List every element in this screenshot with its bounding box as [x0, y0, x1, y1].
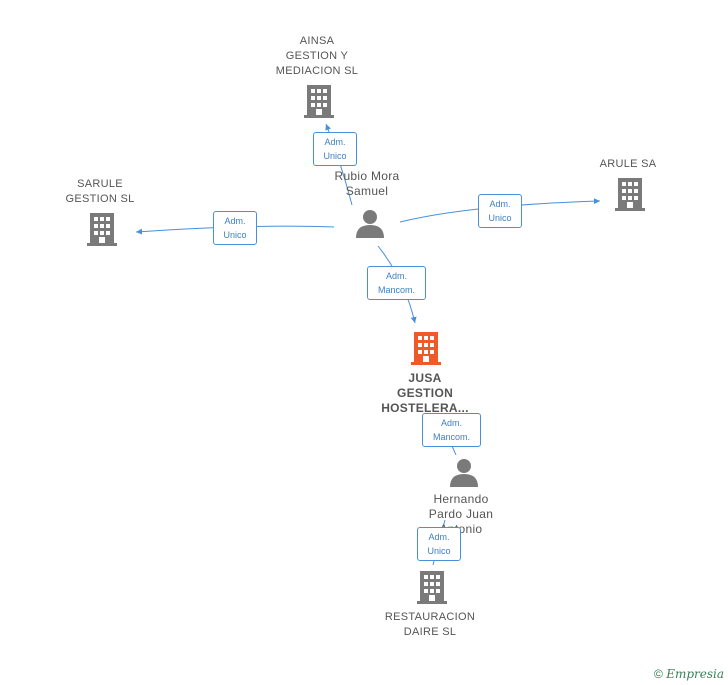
- brand-name: Empresia: [666, 667, 724, 681]
- building-icon-focus[interactable]: [411, 332, 441, 365]
- copyright-icon: ©: [654, 667, 663, 681]
- relation-type: Unico: [488, 213, 512, 223]
- relation-role: Adm.: [224, 216, 246, 226]
- building-icon[interactable]: [417, 571, 447, 604]
- building-icon[interactable]: [87, 213, 117, 246]
- building-icon[interactable]: [304, 85, 334, 118]
- relation-badge-hernando[interactable]: Adm. Mancom.: [422, 413, 481, 447]
- relation-badge-arule[interactable]: Adm. Unico: [478, 194, 522, 228]
- relation-type: Unico: [223, 230, 247, 240]
- relation-badge-restauracion[interactable]: Adm. Unico: [417, 527, 461, 561]
- relation-role: Adm.: [489, 199, 511, 209]
- relation-type: Mancom.: [377, 285, 415, 295]
- node-label-arule[interactable]: ARULE SA: [599, 158, 657, 170]
- building-icon[interactable]: [615, 178, 645, 211]
- relation-role: Adm.: [385, 271, 407, 281]
- node-label-jusa[interactable]: JUSA GESTION HOSTELERA...: [381, 371, 469, 415]
- relation-type: Mancom.: [432, 432, 470, 442]
- relation-role: Adm.: [440, 418, 462, 428]
- node-label-sarule[interactable]: SARULE GESTION SL: [65, 178, 135, 205]
- person-icon[interactable]: [450, 459, 478, 487]
- node-label-ainsa[interactable]: AINSA GESTION Y MEDIACION SL: [275, 35, 359, 77]
- person-icon[interactable]: [356, 210, 384, 238]
- relation-role: Adm.: [428, 532, 450, 542]
- relation-type: Unico: [323, 151, 347, 161]
- relation-badge-jusa[interactable]: Adm. Mancom.: [367, 266, 426, 300]
- relation-badge-sarule[interactable]: Adm. Unico: [213, 211, 257, 245]
- footer-brand: © Empresia: [654, 667, 724, 681]
- relation-badge-ainsa[interactable]: Adm. Unico: [313, 132, 357, 166]
- node-label-rubio[interactable]: Rubio Mora Samuel: [334, 169, 400, 198]
- relation-role: Adm.: [324, 137, 346, 147]
- node-label-restauracion[interactable]: RESTAURACION DAIRE SL: [384, 611, 476, 638]
- relation-type: Unico: [427, 546, 451, 556]
